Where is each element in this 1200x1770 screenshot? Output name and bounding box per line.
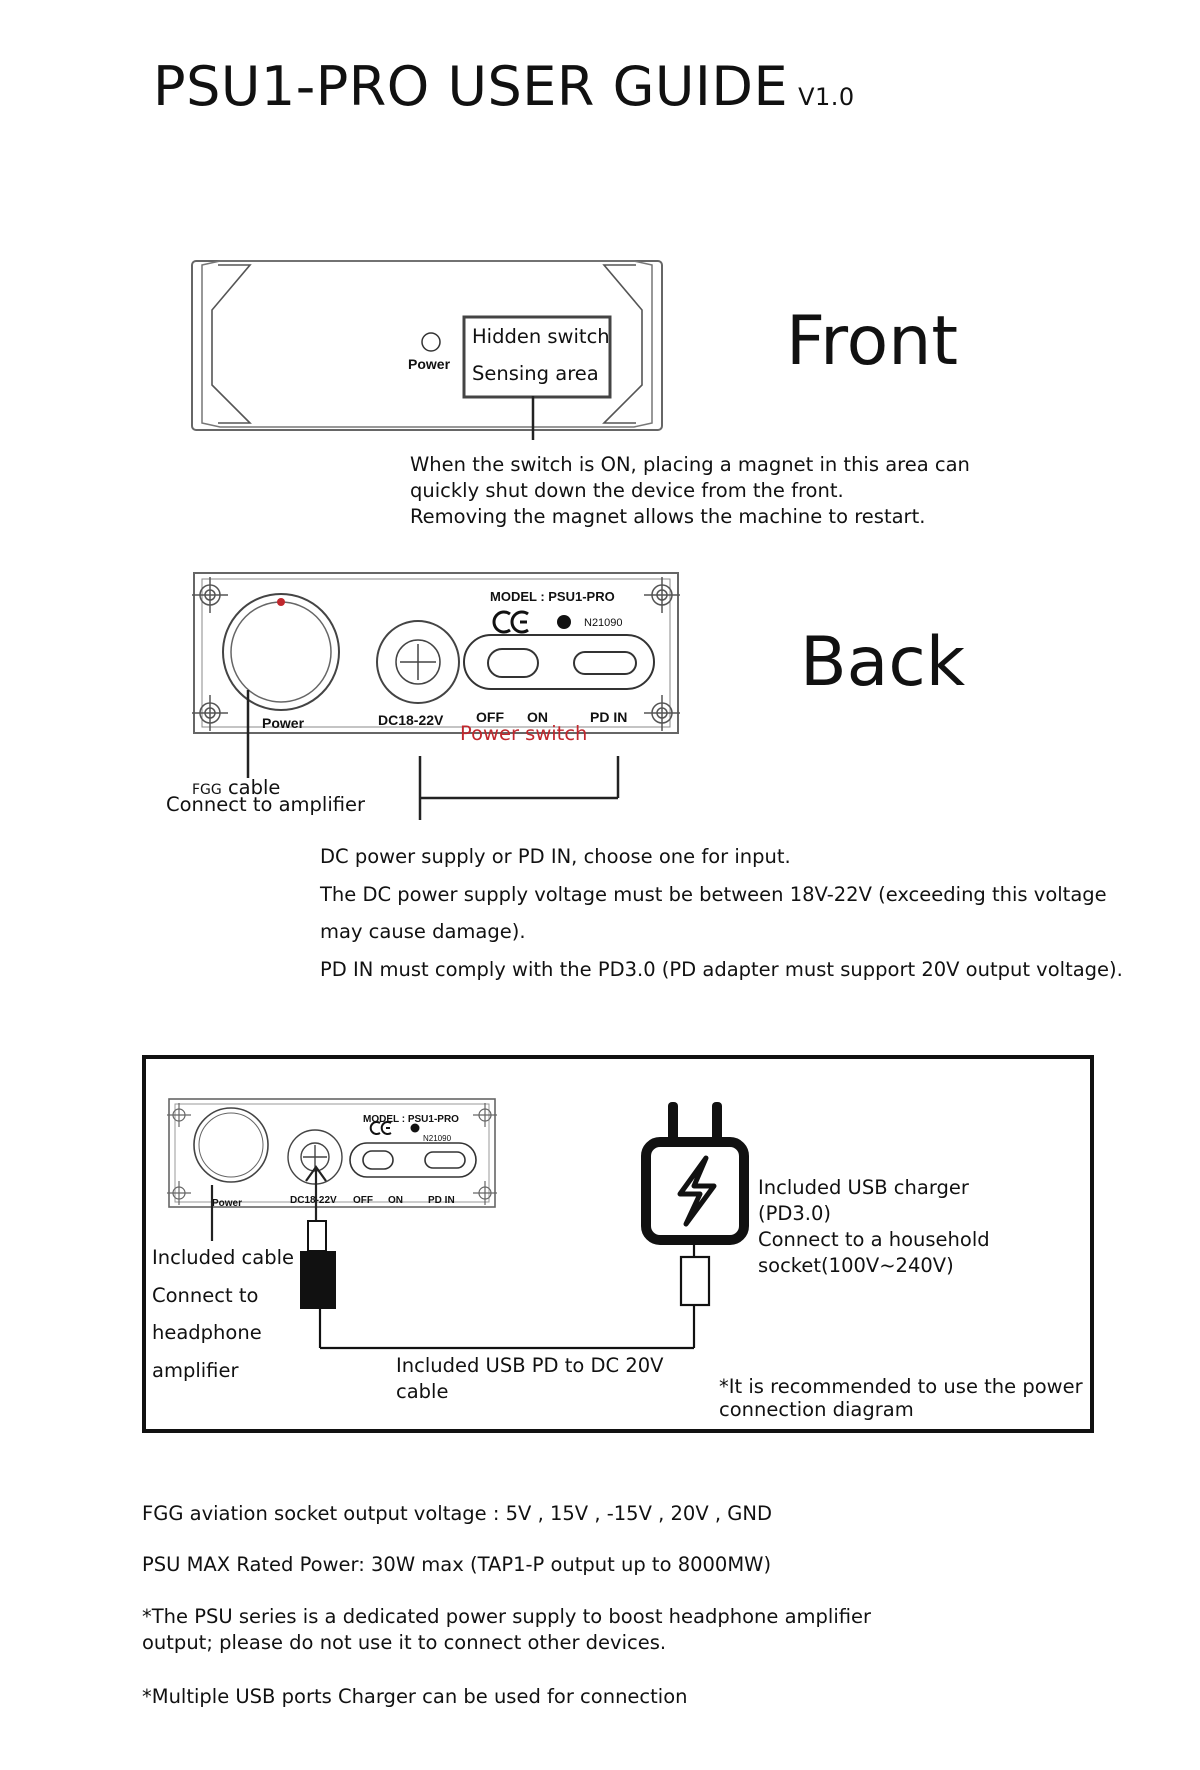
fgg-socket-icon bbox=[193, 1107, 269, 1183]
back-note-line: PD IN must comply with the PD3.0 (PD ada… bbox=[320, 957, 1123, 981]
back-power-label: Power bbox=[262, 715, 305, 731]
screw-icon bbox=[473, 1103, 497, 1127]
fgg-socket-icon bbox=[222, 593, 340, 711]
diagram-off-label: OFF bbox=[353, 1195, 373, 1206]
screw-icon bbox=[167, 1103, 191, 1127]
back-note-line: The DC power supply voltage must be betw… bbox=[320, 882, 1107, 906]
front-note-line: When the switch is ON, placing a magnet … bbox=[410, 453, 970, 476]
screw-icon bbox=[644, 695, 680, 731]
diagram-cert-label: N21090 bbox=[423, 1134, 452, 1143]
included-cable-line: Connect to bbox=[152, 1283, 259, 1307]
dedicated-line: output; please do not use it to connect … bbox=[142, 1631, 667, 1654]
front-leader-line bbox=[531, 396, 535, 440]
included-cable-line: Included cable bbox=[152, 1246, 295, 1269]
sensing-area-box bbox=[462, 315, 612, 399]
back-panel-drawing bbox=[192, 572, 680, 734]
back-model-label: MODEL : PSU1-PRO bbox=[490, 589, 615, 604]
dc-plug-body bbox=[300, 1251, 336, 1309]
screw-icon bbox=[644, 577, 680, 613]
connect-amp-label: Connect to amplifier bbox=[166, 793, 366, 816]
back-note: DC power supply or PD IN, choose one for… bbox=[320, 838, 1123, 988]
ce-mark-icon bbox=[492, 610, 529, 634]
max-power-spec: PSU MAX Rated Power: 30W max (TAP1-P out… bbox=[142, 1553, 772, 1576]
screw-icon bbox=[192, 695, 228, 731]
recommend-line: *It is recommended to use the power bbox=[719, 1375, 1083, 1398]
usb-cable-line: cable bbox=[396, 1380, 449, 1403]
diagram-pd-in-label: PD IN bbox=[428, 1195, 455, 1206]
switch-and-pd-port-icon bbox=[463, 634, 655, 690]
ce-mark-icon bbox=[369, 1121, 392, 1135]
sensing-area-label: Sensing area bbox=[472, 362, 599, 385]
cert-mark-icon bbox=[410, 1123, 420, 1133]
screw-icon bbox=[192, 577, 228, 613]
dedicated-note: *The PSU series is a dedicated power sup… bbox=[142, 1604, 871, 1656]
charger-line: (PD3.0) bbox=[758, 1202, 832, 1225]
back-leader-lines bbox=[246, 690, 620, 820]
back-note-line: may cause damage). bbox=[320, 920, 526, 943]
included-cable-line: headphone bbox=[152, 1321, 262, 1344]
back-pd-in-label: PD IN bbox=[590, 709, 628, 725]
connection-diagram-box bbox=[142, 1055, 1094, 1433]
dedicated-line: *The PSU series is a dedicated power sup… bbox=[142, 1605, 872, 1628]
back-note-line: DC power supply or PD IN, choose one for… bbox=[320, 845, 791, 868]
diagram-on-label: ON bbox=[388, 1195, 403, 1206]
charger-line: Included USB charger bbox=[758, 1176, 969, 1199]
dc-plug-tip bbox=[307, 1220, 327, 1252]
fgg-output-spec: FGG aviation socket output voltage : 5V … bbox=[142, 1502, 772, 1525]
version-label: V1.0 bbox=[798, 83, 855, 111]
charger-line: socket(100V~240V) bbox=[758, 1254, 954, 1277]
charger-note: Included USB charger (PD3.0) Connect to … bbox=[758, 1175, 990, 1279]
diagram-power-label: Power bbox=[212, 1198, 243, 1209]
title-text: PSU1-PRO USER GUIDE bbox=[153, 55, 789, 118]
diagram-dc-label: DC18-22V bbox=[290, 1195, 337, 1206]
fgg-prefix: FGG bbox=[192, 782, 222, 798]
cert-mark-icon bbox=[557, 615, 571, 629]
multiple-usb-note: *Multiple USB ports Charger can be used … bbox=[142, 1685, 688, 1708]
charger-line: Connect to a household bbox=[758, 1228, 990, 1251]
front-panel-drawing bbox=[191, 260, 663, 431]
hidden-switch-label: Hidden switch bbox=[472, 325, 610, 348]
diagram-model-label: MODEL : PSU1-PRO bbox=[363, 1114, 459, 1125]
back-heading: Back bbox=[800, 623, 966, 702]
front-power-label: Power bbox=[408, 356, 451, 372]
back-dc-label: DC18-22V bbox=[378, 712, 444, 728]
included-cable-note: Included cable Connect to headphone ampl… bbox=[152, 1239, 294, 1389]
front-heading: Front bbox=[786, 302, 958, 381]
dc-jack-icon bbox=[376, 620, 460, 704]
included-cable-line: amplifier bbox=[152, 1358, 239, 1382]
fgg-cable-word: cable bbox=[227, 776, 281, 799]
screw-icon bbox=[167, 1181, 191, 1205]
switch-and-pd-port-icon bbox=[349, 1142, 477, 1178]
back-on-label: ON bbox=[527, 709, 548, 725]
usb-c-plug bbox=[679, 1255, 711, 1307]
diagram-back-panel bbox=[167, 1098, 497, 1208]
recommend-line: connection diagram bbox=[719, 1398, 914, 1421]
screw-icon bbox=[473, 1181, 497, 1205]
power-led-icon bbox=[421, 332, 441, 352]
power-switch-label: Power switch bbox=[460, 722, 588, 745]
front-note-line: quickly shut down the device from the fr… bbox=[410, 479, 844, 502]
page-title: PSU1-PRO USER GUIDE V1.0 bbox=[153, 55, 855, 118]
back-cert-label: N21090 bbox=[584, 617, 623, 629]
diagram-cable-drawing bbox=[210, 1165, 711, 1350]
back-off-label: OFF bbox=[476, 709, 504, 725]
front-note-line: Removing the magnet allows the machine t… bbox=[410, 505, 926, 528]
front-note: When the switch is ON, placing a magnet … bbox=[410, 452, 970, 530]
fgg-cable-label: FGG cable bbox=[192, 776, 280, 799]
recommend-note: *It is recommended to use the power conn… bbox=[719, 1375, 1083, 1421]
usb-charger-icon bbox=[641, 1102, 749, 1245]
usb-cable-line: Included USB PD to DC 20V bbox=[396, 1354, 664, 1377]
usb-cable-note: Included USB PD to DC 20V cable bbox=[396, 1353, 664, 1405]
